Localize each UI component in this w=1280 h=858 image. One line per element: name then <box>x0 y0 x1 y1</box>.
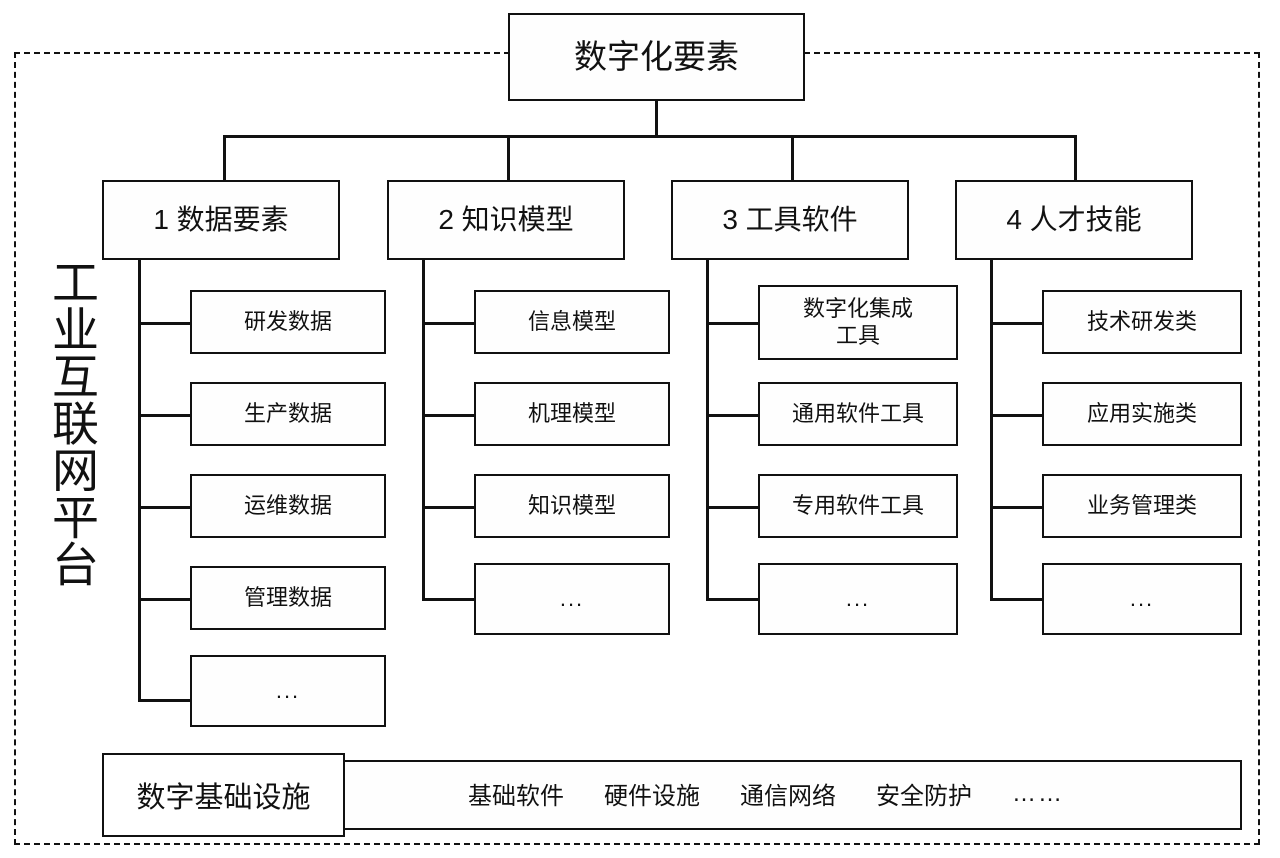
connector-c4-branch-3 <box>990 506 1042 509</box>
infra-item-security-protection[interactable]: 安全防护 <box>876 783 972 810</box>
leaf-c1-more[interactable]: ... <box>190 655 386 727</box>
connector-c3-branch-4 <box>706 598 758 601</box>
leaf-c4-application-implementation[interactable]: 应用实施类 <box>1042 382 1242 446</box>
leaf-c2-mechanism-model[interactable]: 机理模型 <box>474 382 670 446</box>
leaf-c4-more[interactable]: ... <box>1042 563 1242 635</box>
connector-c1-branch-3 <box>138 506 190 509</box>
leaf-c1-management-data[interactable]: 管理数据 <box>190 566 386 630</box>
connector-bus-drop-3 <box>791 135 794 181</box>
leaf-c3-general-software-tools[interactable]: 通用软件工具 <box>758 382 958 446</box>
connector-c1-branch-1 <box>138 322 190 325</box>
infra-item-hardware-facility[interactable]: 硬件设施 <box>604 783 700 810</box>
infra-item-basic-software[interactable]: 基础软件 <box>468 783 564 810</box>
connector-c2-branch-4 <box>422 598 474 601</box>
infrastructure-bar <box>190 760 1242 830</box>
connector-c2-branch-1 <box>422 322 474 325</box>
infra-item-communication-network[interactable]: 通信网络 <box>740 783 836 810</box>
platform-vertical-label: 工业互联网平台 <box>45 258 98 587</box>
connector-bus-drop-2 <box>507 135 510 181</box>
category-1-data-elements[interactable]: 1 数据要素 <box>102 180 340 260</box>
leaf-c4-technical-rnd[interactable]: 技术研发类 <box>1042 290 1242 354</box>
infrastructure-label-box[interactable]: 数字基础设施 <box>102 753 345 837</box>
connector-c4-branch-1 <box>990 322 1042 325</box>
category-4-talent-skills[interactable]: 4 人才技能 <box>955 180 1193 260</box>
infrastructure-item-list: 基础软件 硬件设施 通信网络 安全防护 …… <box>468 776 1064 811</box>
leaf-c1-rnd-data[interactable]: 研发数据 <box>190 290 386 354</box>
connector-column-1-trunk <box>138 259 141 701</box>
leaf-c3-dedicated-software-tools[interactable]: 专用软件工具 <box>758 474 958 538</box>
category-2-knowledge-models[interactable]: 2 知识模型 <box>387 180 625 260</box>
connector-c1-branch-4 <box>138 598 190 601</box>
connector-c3-branch-3 <box>706 506 758 509</box>
category-3-tool-software[interactable]: 3 工具软件 <box>671 180 909 260</box>
connector-bus-drop-4 <box>1074 135 1077 181</box>
leaf-c1-production-data[interactable]: 生产数据 <box>190 382 386 446</box>
leaf-c2-more[interactable]: ... <box>474 563 670 635</box>
connector-column-3-trunk <box>706 259 709 600</box>
connector-c3-branch-1 <box>706 322 758 325</box>
connector-c2-branch-2 <box>422 414 474 417</box>
connector-column-4-trunk <box>990 259 993 600</box>
leaf-c2-information-model[interactable]: 信息模型 <box>474 290 670 354</box>
leaf-c3-digital-integration-tools[interactable]: 数字化集成 工具 <box>758 285 958 360</box>
connector-c3-branch-2 <box>706 414 758 417</box>
connector-bus <box>223 135 1077 138</box>
connector-c1-branch-5 <box>138 699 190 702</box>
root-node-digital-elements[interactable]: 数字化要素 <box>508 13 805 101</box>
connector-c4-branch-4 <box>990 598 1042 601</box>
connector-c4-branch-2 <box>990 414 1042 417</box>
connector-root-drop <box>655 99 658 137</box>
leaf-c1-ops-data[interactable]: 运维数据 <box>190 474 386 538</box>
connector-c1-branch-2 <box>138 414 190 417</box>
leaf-c3-more[interactable]: ... <box>758 563 958 635</box>
leaf-c4-business-management[interactable]: 业务管理类 <box>1042 474 1242 538</box>
connector-c2-branch-3 <box>422 506 474 509</box>
infra-item-more: …… <box>1012 779 1064 807</box>
connector-bus-drop-1 <box>223 135 226 181</box>
leaf-c2-knowledge-model[interactable]: 知识模型 <box>474 474 670 538</box>
connector-column-2-trunk <box>422 259 425 600</box>
